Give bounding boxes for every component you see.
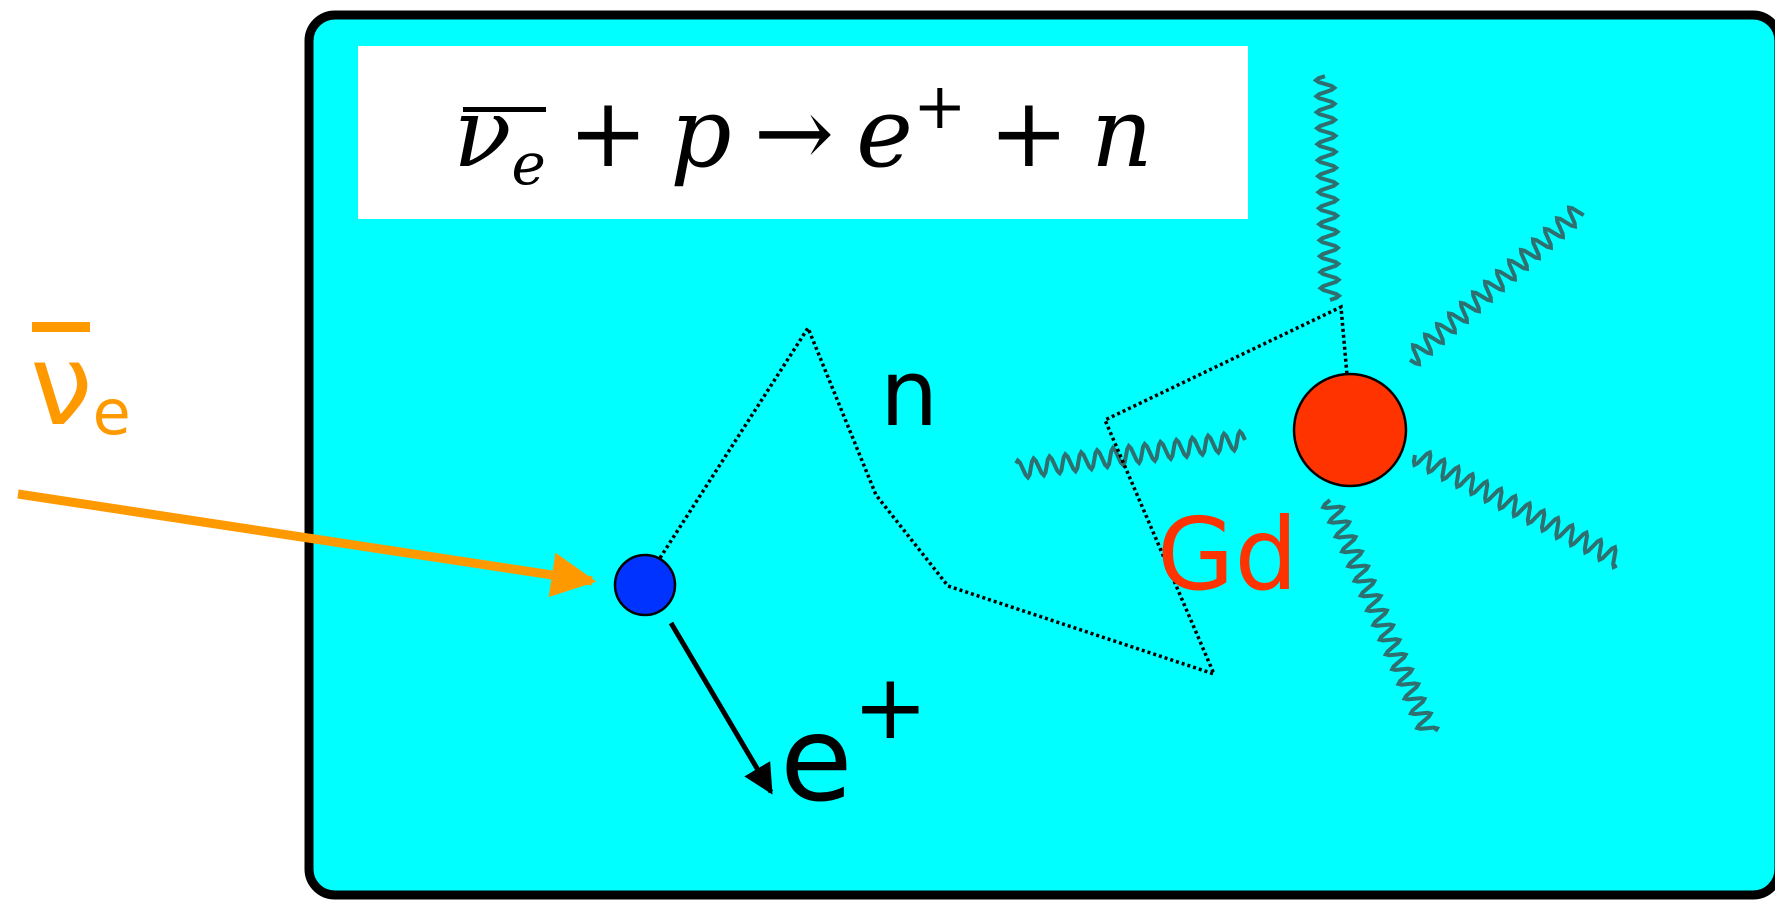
gadolinium-nucleus: [1292, 372, 1408, 488]
neutron-label: n: [880, 340, 939, 447]
gamma-ray-5: [1014, 428, 1247, 481]
eq-plus-2: +: [988, 76, 1070, 189]
gamma-ray-1: [1312, 74, 1343, 302]
reaction-equation-box: νe + p → e+ + n: [358, 46, 1248, 219]
gamma-ray-3: [1411, 449, 1618, 570]
antineutrino-symbol: ν: [30, 321, 93, 451]
positron-track: [668, 621, 774, 795]
eq-arrow: →: [753, 76, 835, 189]
positron-superscript: +: [852, 655, 929, 760]
antineutrino-subscript: e: [92, 376, 131, 449]
eq-positron: e+: [856, 75, 966, 189]
eq-antineutrino: νe: [453, 76, 546, 193]
positron-label: e+: [780, 663, 928, 819]
gamma-ray-4: [1320, 498, 1441, 733]
antineutrino-bar: [32, 322, 90, 332]
eq-e-superscript: +: [912, 69, 967, 144]
eq-e-symbol: e: [856, 76, 913, 189]
antineutrino-track: [17, 489, 597, 598]
neutron-path: [658, 304, 1349, 677]
eq-proton: p: [670, 76, 732, 189]
eq-neutron: n: [1091, 76, 1153, 189]
eq-nu-symbol: ν: [453, 76, 512, 189]
eq-nu-subscript: e: [511, 129, 546, 198]
gamma-rays: [1014, 74, 1618, 733]
eq-plus-1: +: [567, 76, 649, 189]
positron-symbol: e: [780, 690, 853, 828]
gadolinium-label: Gd: [1157, 496, 1298, 613]
proton-dot: [613, 553, 677, 617]
antineutrino-label: νe: [30, 322, 131, 444]
gamma-ray-2: [1408, 205, 1585, 367]
reaction-equation: νe + p → e+ + n: [358, 46, 1248, 219]
